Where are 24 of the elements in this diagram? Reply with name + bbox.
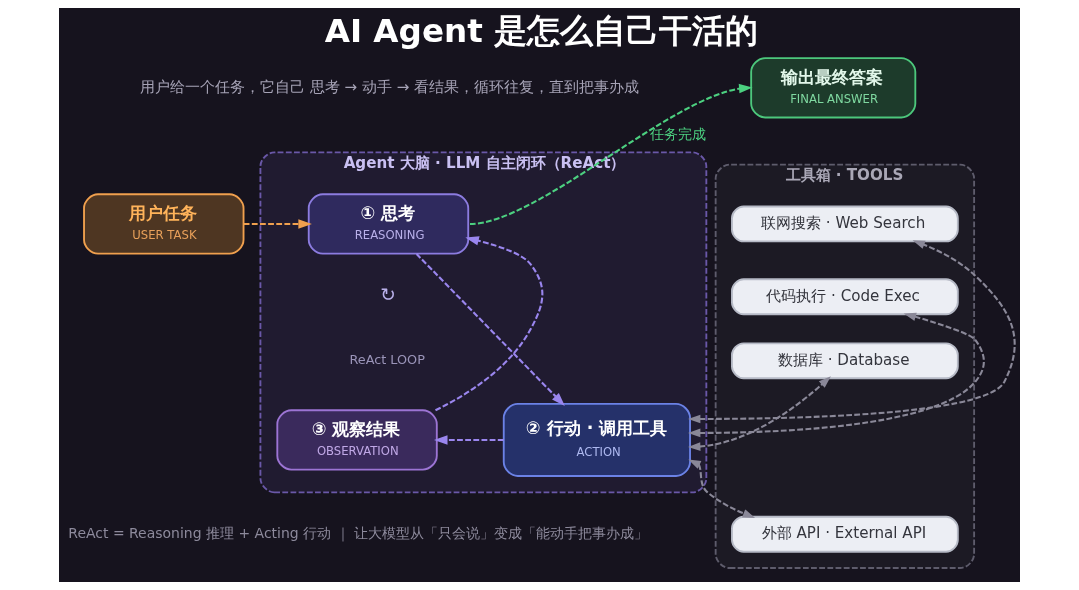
node-box: 输出最终答案 FINAL ANSWER: [750, 57, 917, 119]
node-box: 联网搜索 · Web Search: [731, 205, 959, 243]
arrow: [415, 253, 565, 406]
label: ReAct LOOP: [349, 352, 425, 368]
node-box: ② 行动 · 调用工具 ACTION: [502, 402, 691, 477]
arrow: [688, 312, 985, 438]
node-box: 外部 API · External API: [731, 515, 959, 553]
diagram-title: AI Agent 是怎么自己干活的: [324, 12, 759, 51]
arrow: [688, 240, 1016, 424]
label: 用户给一个任务，它自己 思考 → 动手 → 看结果，循环往复，直到把事办成: [139, 77, 640, 96]
edge-label: 任务完成: [650, 126, 707, 143]
arrow: [435, 236, 544, 412]
arrow: [469, 83, 753, 226]
label: ↻: [380, 284, 396, 306]
node-box: 代码执行 · Code Exec: [731, 278, 959, 316]
node-box: 用户任务 USER TASK: [83, 193, 245, 255]
arrow: [688, 376, 831, 451]
node-box: ① 思考 REASONING: [307, 193, 470, 255]
arrow: [243, 219, 312, 229]
node-box: ③ 观察结果 OBSERVATION: [276, 409, 438, 471]
node-box: 数据库 · Database: [731, 342, 959, 380]
arrow: [433, 435, 504, 445]
arrow: [688, 459, 756, 518]
caption: ReAct = Reasoning 推理 + Acting 行动 ｜ 让大模型从「只会说」变成「能动手把事办成」: [68, 524, 648, 541]
